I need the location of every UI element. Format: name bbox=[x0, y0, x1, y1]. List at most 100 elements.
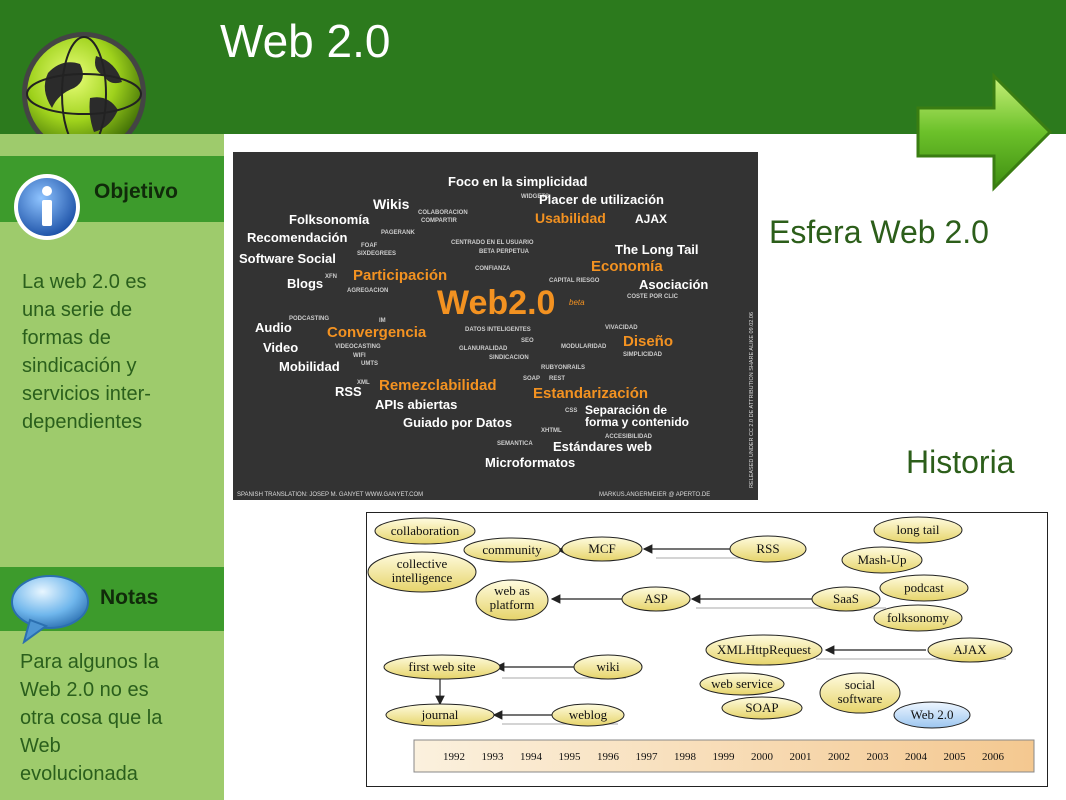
web20-history-diagram: collaboration community MCF RSS long tai… bbox=[366, 512, 1048, 787]
timeline-node: journal bbox=[421, 707, 459, 722]
timeline-year: 1996 bbox=[597, 751, 620, 763]
timeline-year: 2004 bbox=[905, 751, 928, 763]
cloud-term: GLANURALIDAD bbox=[459, 346, 508, 352]
cloud-term: VIDEOCASTING bbox=[335, 344, 381, 350]
objetivo-heading: Objetivo bbox=[94, 180, 179, 203]
cloud-term: Mobilidad bbox=[279, 359, 340, 374]
cloud-term: RUBYONRAILS bbox=[541, 365, 585, 371]
timeline-node: SOAP bbox=[745, 700, 778, 715]
cloud-term: Folksonomía bbox=[289, 212, 370, 227]
cloud-term: SEMANTICA bbox=[497, 441, 533, 447]
historia-label: Historia bbox=[906, 444, 1015, 480]
cloud-term: BETA PERPETUA bbox=[479, 249, 530, 255]
objetivo-text: La web 2.0 es una serie de formas de sin… bbox=[22, 268, 151, 436]
notas-line: Web bbox=[20, 735, 61, 757]
timeline-year: 1992 bbox=[443, 751, 465, 763]
timeline-year: 2000 bbox=[751, 751, 774, 763]
timeline-node: folksonomy bbox=[887, 610, 950, 625]
sidebar bbox=[0, 134, 224, 800]
timeline-node: XMLHttpRequest bbox=[717, 642, 811, 657]
cloud-term: REST bbox=[549, 376, 565, 382]
notas-line: Para algunos la bbox=[20, 651, 159, 673]
cloud-vertical-credit: RELEASED UNDER CC 2.0 DE ATTRIBUTION SHA… bbox=[749, 312, 755, 488]
cloud-term: APIs abiertas bbox=[375, 397, 457, 412]
cloud-term: COSTE POR CLIC bbox=[627, 294, 679, 300]
cloud-term: Estandarización bbox=[533, 385, 648, 402]
cloud-term: Guiado por Datos bbox=[403, 415, 512, 430]
cloud-term: SIMPLICIDAD bbox=[623, 352, 663, 358]
cloud-term: Software Social bbox=[239, 251, 336, 266]
cloud-term: PAGERANK bbox=[381, 230, 416, 236]
cloud-term: RSS bbox=[335, 384, 362, 399]
objetivo-line: servicios inter- bbox=[22, 383, 151, 405]
cloud-credit-right: MARKUS.ANGERMEIER @ APERTO.DE bbox=[599, 492, 710, 498]
timeline-node: Mash-Up bbox=[857, 552, 906, 567]
cloud-term: SOAP bbox=[523, 376, 540, 382]
timeline-year: 1995 bbox=[559, 751, 582, 763]
timeline-node: MCF bbox=[588, 541, 615, 556]
cloud-term: WIDGETS bbox=[521, 194, 549, 200]
cloud-term: Estándares web bbox=[553, 439, 652, 454]
cloud-term: COLABORACION bbox=[418, 210, 468, 216]
cloud-term: SEO bbox=[521, 338, 534, 344]
timeline-node: SaaS bbox=[833, 591, 859, 606]
timeline-node: web service bbox=[711, 676, 773, 691]
cloud-term: AGREGACION bbox=[347, 288, 388, 294]
cloud-term: Video bbox=[263, 340, 298, 355]
cloud-term: CSS bbox=[565, 408, 577, 414]
timeline-year: 2005 bbox=[944, 751, 967, 763]
cloud-term: SINDICACION bbox=[489, 355, 529, 361]
cloud-term: Placer de utilización bbox=[539, 192, 664, 207]
timeline-year: 2001 bbox=[790, 751, 812, 763]
timeline-node: weblog bbox=[569, 707, 608, 722]
cloud-term: Participación bbox=[353, 267, 447, 284]
cloud-term: MODULARIDAD bbox=[561, 344, 607, 350]
cloud-term: SIXDEGREES bbox=[357, 251, 396, 257]
objetivo-line: dependientes bbox=[22, 411, 143, 433]
cloud-term: Separación de bbox=[585, 403, 667, 417]
notas-text: Para algunos la Web 2.0 no es otra cosa … bbox=[20, 648, 162, 788]
cloud-term: Recomendación bbox=[247, 230, 347, 245]
notas-line: Web 2.0 no es bbox=[20, 679, 149, 701]
timeline-node: first web site bbox=[408, 659, 475, 674]
cloud-term: ACCESIBILIDAD bbox=[605, 434, 653, 440]
cloud-term: XFN bbox=[325, 274, 337, 280]
cloud-term: PODCASTING bbox=[289, 316, 329, 322]
cloud-term: CAPITAL RIESGO bbox=[549, 278, 600, 284]
cloud-term: XML bbox=[357, 380, 370, 386]
info-icon bbox=[14, 174, 80, 240]
web20-tag-cloud-image: Foco en la simplicidad WIDGETS Wikis Pla… bbox=[233, 152, 758, 500]
cloud-term: Foco en la simplicidad bbox=[448, 174, 587, 189]
timeline-year: 1999 bbox=[713, 751, 736, 763]
cloud-term: Audio bbox=[255, 320, 292, 335]
cloud-term: Microformatos bbox=[485, 455, 575, 470]
cloud-term: CENTRADO EN EL USUARIO bbox=[451, 240, 534, 246]
timeline-node: podcast bbox=[904, 580, 944, 595]
objetivo-line: La web 2.0 es bbox=[22, 271, 147, 293]
timeline-node: wiki bbox=[596, 659, 620, 674]
cloud-term: VIVACIDAD bbox=[605, 325, 638, 331]
globe-icon bbox=[22, 32, 146, 156]
cloud-term: XHTML bbox=[541, 428, 562, 434]
cloud-term: FOAF bbox=[361, 243, 378, 249]
esfera-label: Esfera Web 2.0 bbox=[769, 214, 989, 250]
cloud-term: IM bbox=[379, 318, 386, 324]
objetivo-line: sindicación y bbox=[22, 355, 137, 377]
cloud-main-term: Web2.0 bbox=[437, 284, 555, 322]
cloud-term: Usabilidad bbox=[535, 210, 606, 226]
timeline-year: 2003 bbox=[867, 751, 890, 763]
arrow-right-icon[interactable] bbox=[908, 70, 1056, 194]
speech-bubble-icon bbox=[11, 575, 89, 644]
cloud-term: COMPARTIR bbox=[421, 218, 458, 224]
cloud-term: DATOS INTELIGENTES bbox=[465, 327, 531, 333]
cloud-term: Diseño bbox=[623, 333, 673, 350]
timeline-node: Web 2.0 bbox=[911, 707, 954, 722]
cloud-credit-left: SPANISH TRANSLATION: JOSEP M. GANYET WWW… bbox=[237, 492, 423, 498]
cloud-term: The Long Tail bbox=[615, 242, 699, 257]
timeline-node: AJAX bbox=[953, 642, 987, 657]
timeline-year: 1997 bbox=[636, 751, 659, 763]
timeline-year: 1998 bbox=[674, 751, 697, 763]
